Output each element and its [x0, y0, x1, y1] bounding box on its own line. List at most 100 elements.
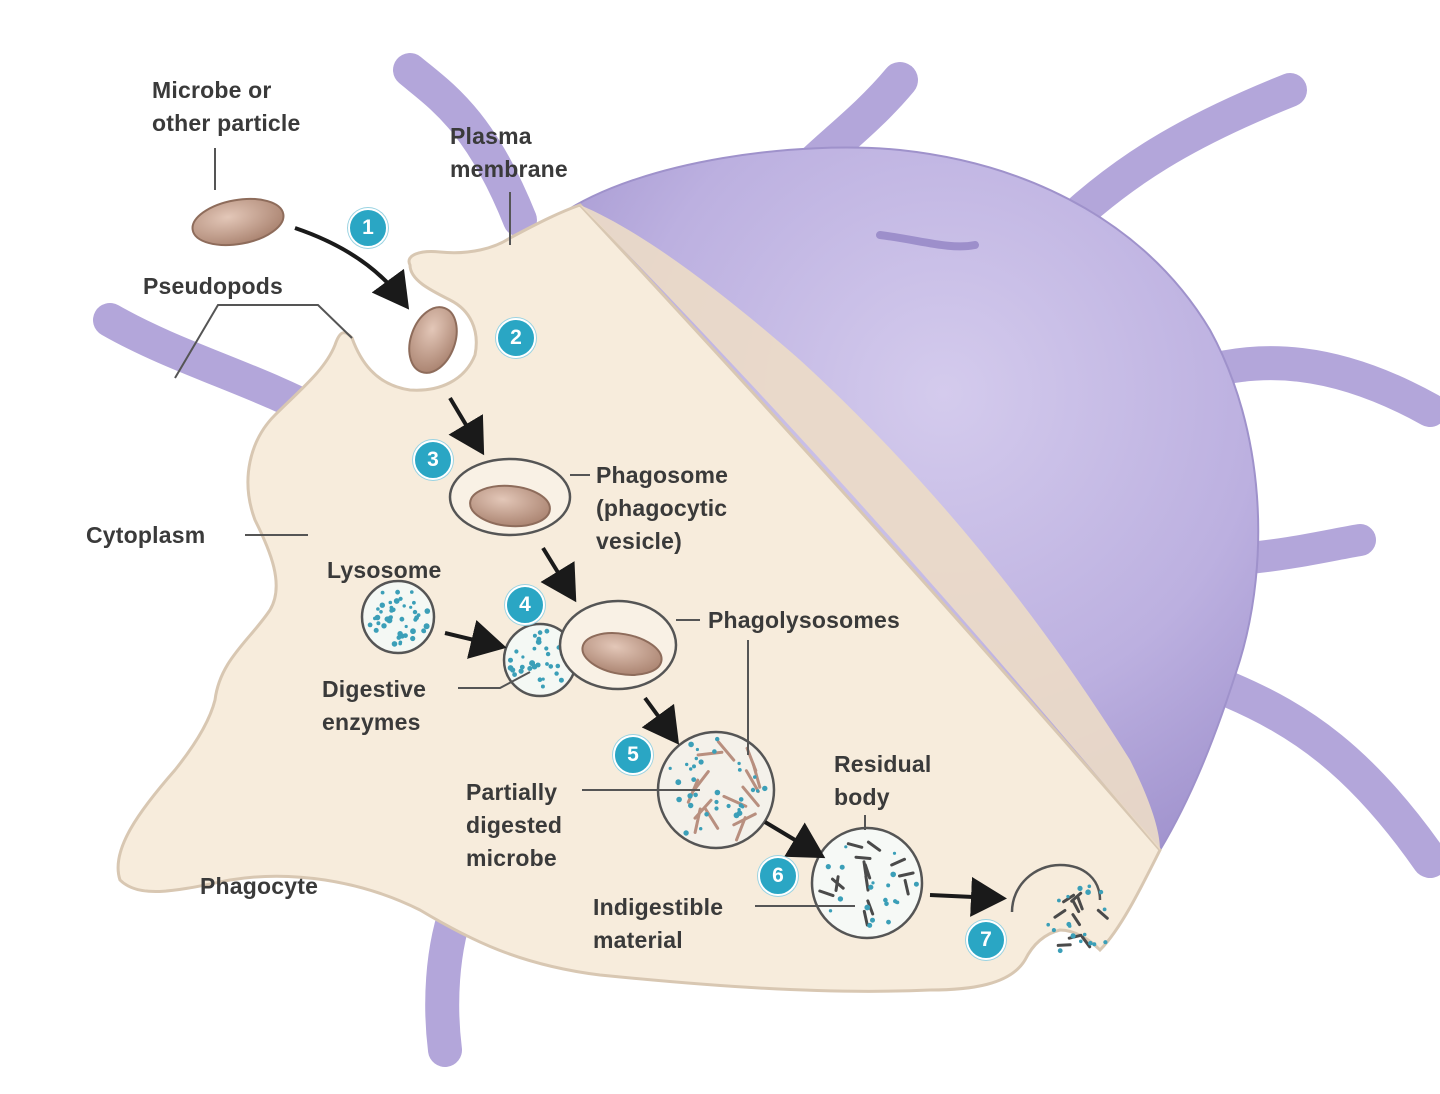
enzyme-dot [508, 657, 513, 663]
arrow-5-to-6 [763, 820, 826, 859]
enzyme-dot [388, 615, 393, 620]
enzyme-dot [1079, 939, 1083, 944]
enzyme-dot [397, 631, 403, 637]
enzyme-dot [839, 864, 845, 870]
exocytosis-pocket [1010, 863, 1102, 913]
arrow-1-to-2 [294, 226, 410, 310]
enzyme-dot [712, 749, 717, 754]
enzyme-dot [714, 789, 721, 796]
enzyme-dot [388, 600, 393, 605]
arrow-6-to-7 [929, 876, 1007, 917]
label-plasma-membrane: Plasma membrane [450, 123, 568, 182]
arrow-2-to-3 [448, 396, 485, 456]
enzyme-dot [424, 608, 431, 614]
enzyme-dot [1098, 889, 1104, 895]
leader-lines [174, 148, 866, 907]
enzyme-dot [380, 590, 385, 595]
enzyme-dot [886, 883, 891, 888]
enzyme-dot [393, 598, 400, 604]
enzyme-dot [409, 605, 413, 609]
enzyme-dot [537, 677, 543, 682]
enzyme-dot [1057, 898, 1061, 903]
enzyme-dot [1092, 942, 1097, 947]
material-fragment [703, 806, 720, 830]
enzyme-dot [379, 602, 385, 608]
enzyme-dot [1077, 885, 1083, 892]
material-fragment [735, 816, 747, 842]
enzyme-dot [376, 621, 381, 626]
enzyme-dot [529, 660, 536, 667]
material-fragment [846, 842, 864, 849]
process-arrows [294, 226, 1007, 917]
material-fragment [1076, 896, 1084, 911]
leader-enzymes [458, 671, 531, 689]
enzyme-dot [1102, 907, 1107, 912]
enzyme-dot [740, 805, 745, 809]
enzyme-dot [737, 808, 741, 812]
material-fragment [1053, 909, 1067, 919]
material-fragment [866, 899, 875, 916]
enzyme-dot [512, 672, 517, 677]
enzyme-dot [737, 761, 741, 766]
enzyme-dot [868, 884, 874, 890]
enzyme-dot [762, 785, 768, 792]
enzyme-dot [714, 806, 719, 811]
lysosome [360, 579, 436, 655]
enzyme-dot [412, 609, 418, 615]
label-phagolysosomes: Phagolysosomes [708, 607, 900, 633]
enzyme-dot [685, 762, 689, 767]
enzyme-dot [399, 616, 405, 622]
enzyme-dot [886, 919, 891, 925]
material-fragment [818, 889, 835, 898]
enzyme-dot [871, 881, 875, 885]
enzyme-dot [422, 629, 427, 634]
material-fragment [863, 863, 872, 880]
enzyme-dot [714, 799, 719, 805]
label-lysosome: Lysosome [327, 557, 442, 583]
enzyme-dot [404, 624, 408, 629]
enzyme-dot [1066, 894, 1070, 899]
enzyme-dot [726, 803, 731, 809]
enzyme-dot [374, 614, 381, 621]
enzyme-dot [402, 604, 406, 608]
enzyme-dot [737, 768, 742, 772]
enzyme-dot [554, 671, 559, 676]
arrow-4-to-5 [641, 696, 680, 745]
enzyme-dot [1051, 928, 1056, 933]
process-top-left [393, 53, 537, 237]
material-fragment [834, 875, 840, 892]
enzyme-dot [675, 779, 682, 786]
material-fragment [1071, 913, 1081, 927]
step-badge-2: 2 [496, 318, 536, 358]
enzyme-dot [692, 764, 696, 769]
label-microbe: Microbe or other particle [152, 77, 301, 136]
enzyme-dot [545, 651, 551, 657]
enzyme-dot [1067, 924, 1072, 928]
enzyme-dot [541, 677, 545, 681]
enzyme-dot [537, 630, 543, 635]
enzyme-dot [391, 641, 398, 647]
leader-pseudopods [174, 304, 353, 379]
enzyme-dot [693, 792, 698, 798]
enzyme-dot [376, 607, 380, 611]
enzyme-dot [691, 777, 697, 782]
enzyme-dot [1046, 922, 1050, 927]
enzyme-dot [750, 787, 756, 793]
enzyme-dot [527, 666, 533, 671]
label-digestive-enzymes: Digestive enzymes [322, 676, 427, 735]
enzyme-dot [389, 608, 394, 613]
enzyme-dot [548, 664, 554, 669]
enzyme-dot [689, 767, 693, 771]
enzyme-dot [514, 649, 519, 654]
label-phagocyte: Phagocyte [200, 873, 319, 899]
enzyme-dot [544, 628, 550, 634]
step-badge-4: 4 [505, 585, 545, 625]
step-badge-3: 3 [413, 440, 453, 480]
enzyme-dot [367, 622, 373, 628]
partially-digested-fragments [668, 736, 768, 842]
enzyme-dot [395, 589, 400, 595]
enzyme-dot [913, 881, 919, 887]
enzyme-dot [381, 623, 387, 629]
enzyme-dot [1070, 933, 1076, 939]
enzyme-dot [519, 664, 525, 670]
